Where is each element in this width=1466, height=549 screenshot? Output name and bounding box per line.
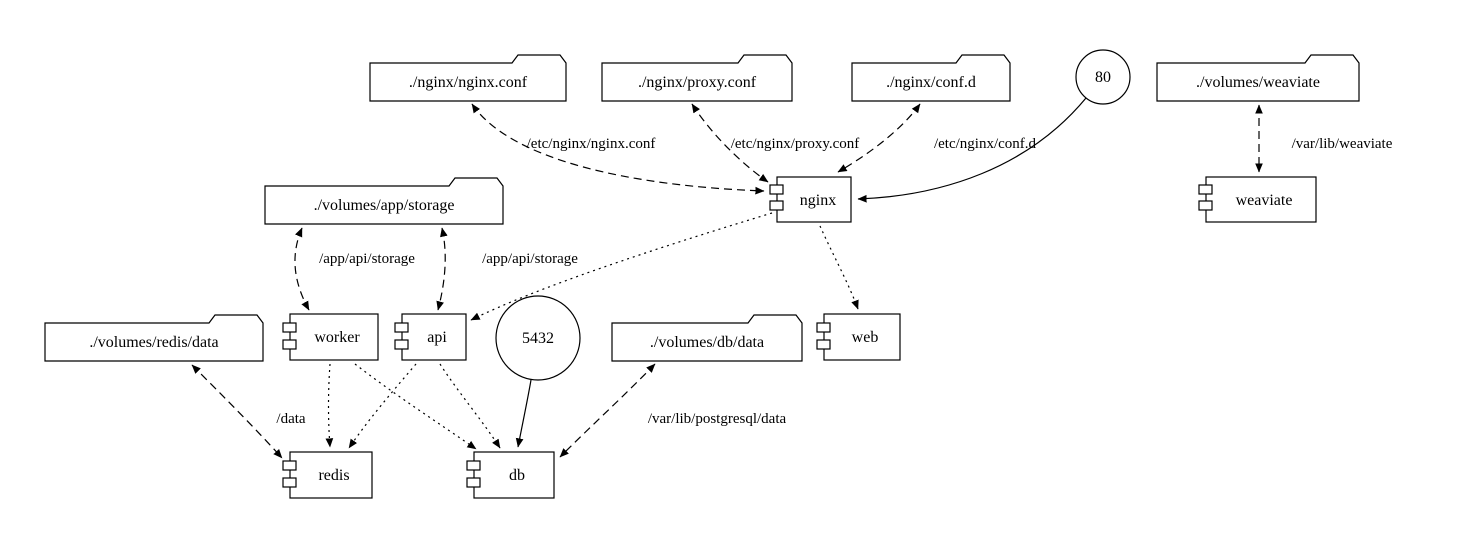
node-api-service: api <box>394 313 467 361</box>
component-tab-icon <box>1198 200 1213 211</box>
component-tab-icon <box>394 322 409 333</box>
node-label-api: api <box>427 329 447 346</box>
edge-api-redis <box>348 363 417 449</box>
edge-label-db-mount: /var/lib/postgresql/data <box>648 411 787 427</box>
port-circle-icon <box>1075 49 1131 105</box>
folder-icon <box>44 314 264 362</box>
node-label-conf-d: ./nginx/conf.d <box>886 74 976 91</box>
edge-nginx-proxy-conf <box>691 103 769 183</box>
node-label-port-80: 80 <box>1095 69 1111 86</box>
component-box <box>401 313 467 361</box>
node-proxy-conf-folder: ./nginx/proxy.conf <box>601 54 793 102</box>
node-volumes-app-storage-folder: ./volumes/app/storage <box>264 177 504 225</box>
folder-icon <box>1156 54 1360 102</box>
folder-icon <box>611 314 803 362</box>
edge-api-app-storage <box>436 227 448 311</box>
node-label-weaviate: weaviate <box>1236 192 1293 209</box>
edge-worker-app-storage <box>294 227 310 311</box>
node-worker-service: worker <box>282 313 379 361</box>
component-tab-icon <box>282 460 297 471</box>
port-circle-icon <box>495 295 581 381</box>
edge-nginx-conf-d <box>837 103 921 173</box>
edge-redis-volume <box>191 364 283 459</box>
component-tab-icon <box>769 200 784 211</box>
node-web-service: web <box>816 313 901 361</box>
node-volumes-db-data-folder: ./volumes/db/data <box>611 314 803 362</box>
node-label-web: web <box>852 329 879 346</box>
node-db-service: db <box>466 451 555 499</box>
edge-label-conf-d-mount: /etc/nginx/conf.d <box>934 136 1037 152</box>
node-port-5432: 5432 <box>495 295 581 381</box>
node-volumes-weaviate-folder: ./volumes/weaviate <box>1156 54 1360 102</box>
node-volumes-redis-data-folder: ./volumes/redis/data <box>44 314 264 362</box>
node-label-volumes-db-data: ./volumes/db/data <box>650 334 764 351</box>
component-tab-icon <box>466 477 481 488</box>
edge-db-volume <box>559 363 656 458</box>
component-box <box>289 451 373 499</box>
node-label-worker: worker <box>314 329 360 346</box>
node-label-redis: redis <box>318 467 349 484</box>
node-nginx-conf-folder: ./nginx/nginx.conf <box>369 54 567 102</box>
component-tab-icon <box>769 184 784 195</box>
component-tab-icon <box>816 322 831 333</box>
component-tab-icon <box>282 322 297 333</box>
component-box <box>473 451 555 499</box>
component-tab-icon <box>394 339 409 350</box>
component-box <box>776 176 852 223</box>
component-tab-icon <box>816 339 831 350</box>
component-tab-icon <box>282 477 297 488</box>
edge-label-worker-storage-mount: /app/api/storage <box>319 251 415 267</box>
node-label-nginx: nginx <box>800 192 836 209</box>
component-tab-icon <box>282 339 297 350</box>
folder-icon <box>264 177 504 225</box>
node-label-db: db <box>509 467 525 484</box>
edge-nginx-api <box>470 212 773 321</box>
edge-nginx-nginx-conf <box>471 103 765 195</box>
node-label-volumes-app-storage: ./volumes/app/storage <box>314 197 455 214</box>
edge-label-nginx-conf-mount: /etc/nginx/nginx.conf <box>527 136 656 152</box>
node-port-80: 80 <box>1075 49 1131 105</box>
node-conf-d-folder: ./nginx/conf.d <box>851 54 1011 102</box>
node-label-proxy-conf: ./nginx/proxy.conf <box>638 74 757 91</box>
component-box <box>1205 176 1317 223</box>
edge-label-proxy-conf-mount: /etc/nginx/proxy.conf <box>731 136 860 152</box>
edge-port80-nginx <box>857 97 1087 203</box>
component-box <box>823 313 901 361</box>
component-tab-icon <box>466 460 481 471</box>
node-label-nginx-conf: ./nginx/nginx.conf <box>409 74 528 91</box>
edge-label-redis-mount: /data <box>276 411 305 427</box>
edge-port5432-db <box>515 379 532 448</box>
component-box <box>289 313 379 361</box>
node-label-volumes-redis-data: ./volumes/redis/data <box>89 334 218 351</box>
folder-icon <box>369 54 567 102</box>
component-tab-icon <box>1198 184 1213 195</box>
node-weaviate-service: weaviate <box>1198 176 1317 223</box>
edge-label-weaviate-mount: /var/lib/weaviate <box>1292 136 1393 152</box>
node-nginx-service: nginx <box>769 176 852 223</box>
folder-icon <box>601 54 793 102</box>
folder-icon <box>851 54 1011 102</box>
node-label-port-5432: 5432 <box>522 330 554 347</box>
node-label-volumes-weaviate: ./volumes/weaviate <box>1196 74 1320 91</box>
edge-label-api-storage-mount: /app/api/storage <box>482 251 578 267</box>
node-redis-service: redis <box>282 451 373 499</box>
